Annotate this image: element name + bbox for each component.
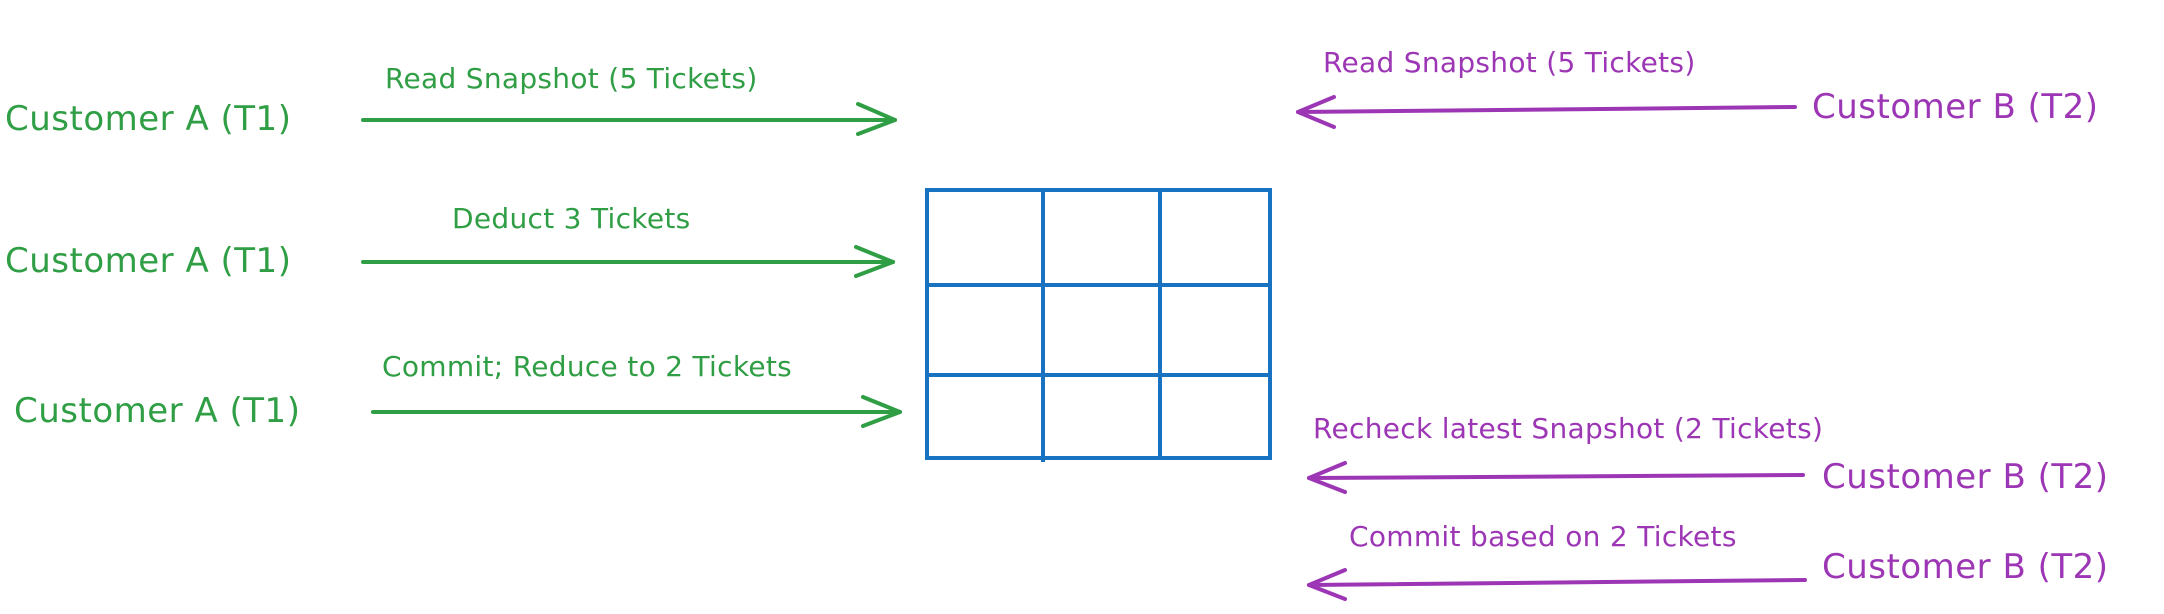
customer-a-label-3: Customer A (T1) xyxy=(14,391,300,431)
table-grid-icon xyxy=(925,188,1272,462)
arrow-right-icon xyxy=(361,245,895,278)
arrow-right-icon xyxy=(361,102,897,136)
customer-a-label-1: Customer A (T1) xyxy=(5,99,291,139)
customer-b-row-2: Recheck latest Snapshot (2 Tickets) Cust… xyxy=(1307,412,2109,497)
customer-b-label-1: Customer B (T2) xyxy=(1812,87,2099,127)
customer-b-label-2: Customer B (T2) xyxy=(1822,457,2109,497)
customer-b-message-2: Recheck latest Snapshot (2 Tickets) xyxy=(1313,412,1823,445)
customer-b-message-1: Read Snapshot (5 Tickets) xyxy=(1323,46,1696,79)
arrow-left-icon xyxy=(1307,568,1807,601)
arrow-left-icon xyxy=(1307,461,1805,494)
customer-a-message-2: Deduct 3 Tickets xyxy=(452,202,691,235)
customer-a-message-3: Commit; Reduce to 2 Tickets xyxy=(382,350,792,383)
customer-a-row-2: Customer A (T1) Deduct 3 Tickets xyxy=(5,202,895,281)
customer-a-row-1: Customer A (T1) Read Snapshot (5 Tickets… xyxy=(5,62,897,139)
customer-b-label-3: Customer B (T2) xyxy=(1822,547,2109,587)
customer-b-row-3: Commit based on 2 Tickets Customer B (T2… xyxy=(1307,520,2109,601)
arrow-right-icon xyxy=(371,395,902,428)
customer-a-row-3: Customer A (T1) Commit; Reduce to 2 Tick… xyxy=(14,350,902,431)
arrow-left-icon xyxy=(1296,95,1797,129)
customer-b-message-3: Commit based on 2 Tickets xyxy=(1349,520,1737,553)
customer-a-message-1: Read Snapshot (5 Tickets) xyxy=(385,62,758,95)
customer-b-row-1: Read Snapshot (5 Tickets) Customer B (T2… xyxy=(1296,46,2099,129)
customer-a-label-2: Customer A (T1) xyxy=(5,241,291,281)
